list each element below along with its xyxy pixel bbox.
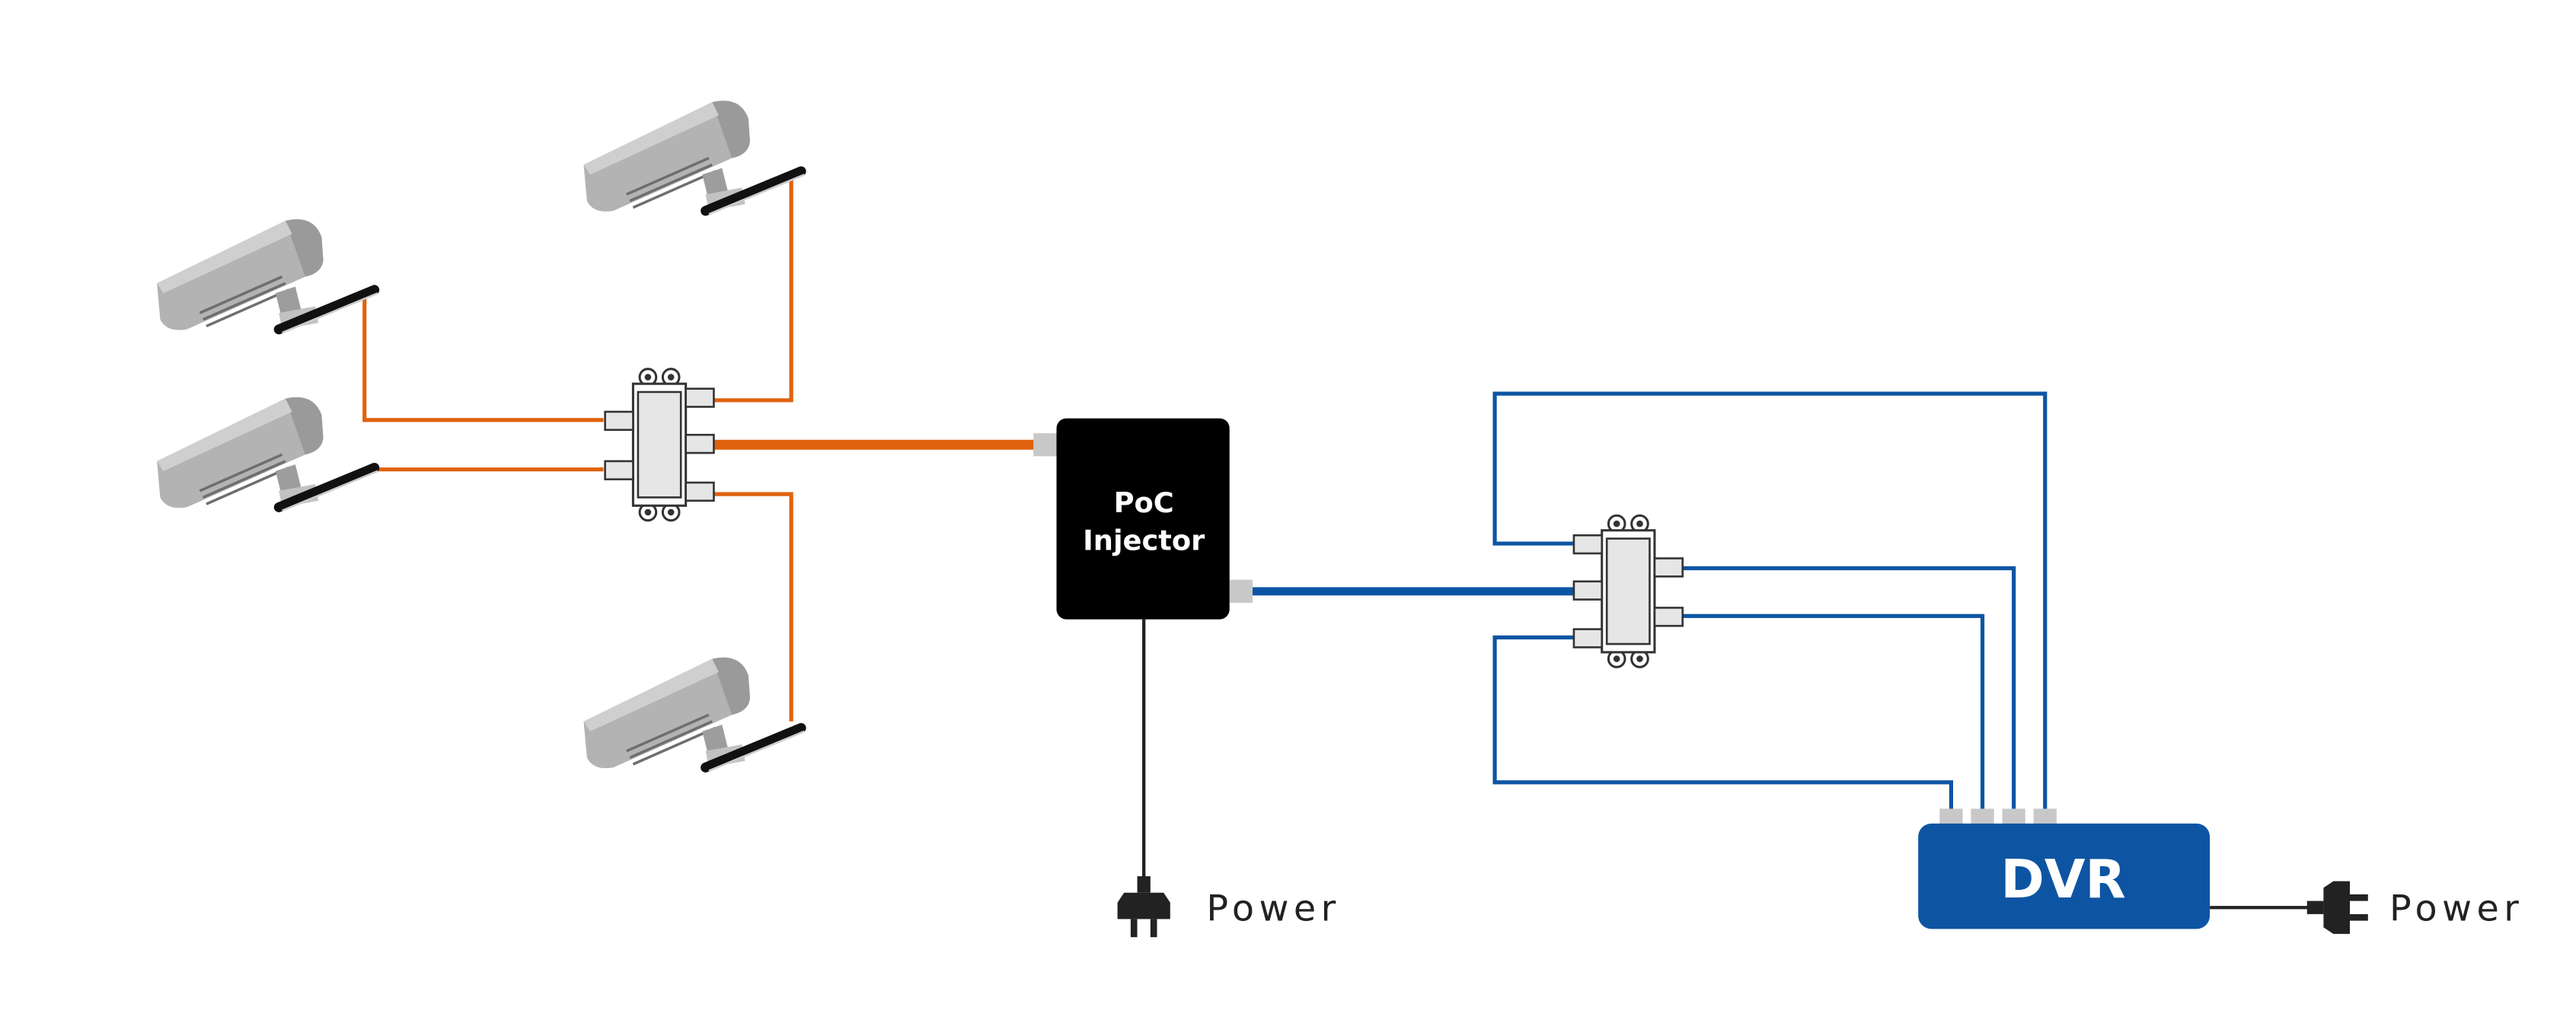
camera-3: [155, 395, 378, 511]
power-plug-left: [1117, 876, 1170, 938]
power-label-left: Power: [1206, 888, 1340, 930]
splitter-icon: [604, 368, 715, 522]
orange-coax-cables: [362, 174, 793, 722]
power-plug-right: [2306, 881, 2368, 934]
camera-1: [155, 218, 378, 333]
camera-icon: [155, 218, 325, 332]
dvr-box: [1918, 823, 2211, 929]
cable-dvr-input-3: [1681, 566, 2016, 811]
camera-icon: [155, 395, 325, 510]
plug-icon: [2306, 881, 2368, 934]
injector-label-line1: PoC: [1114, 486, 1174, 519]
camera-icon: [582, 99, 752, 213]
cable-camera-4: [713, 492, 793, 722]
plug-icon: [1117, 876, 1170, 938]
blue-coax-cables: [1492, 391, 2048, 811]
dvr: DVR: [1918, 808, 2211, 929]
cable-camera-2: [713, 174, 793, 403]
poc-injector: PoC Injector: [1033, 418, 1253, 620]
injector-box: [1056, 418, 1230, 620]
splitter-right: [1572, 514, 1684, 668]
cable-dvr-input-4: [1492, 391, 2048, 811]
splitter-left: [604, 368, 715, 522]
dvr-label: DVR: [2000, 850, 2125, 910]
cable-dvr-input-2: [1681, 614, 1985, 811]
camera-4: [582, 655, 804, 771]
camera-2: [582, 99, 804, 214]
splitter-icon: [1572, 514, 1684, 668]
cable-camera-1: [362, 291, 604, 422]
injector-label-line2: Injector: [1083, 524, 1205, 557]
camera-icon: [582, 655, 752, 770]
power-label-right: Power: [2389, 888, 2523, 930]
cable-dvr-input-1: [1492, 635, 1954, 811]
